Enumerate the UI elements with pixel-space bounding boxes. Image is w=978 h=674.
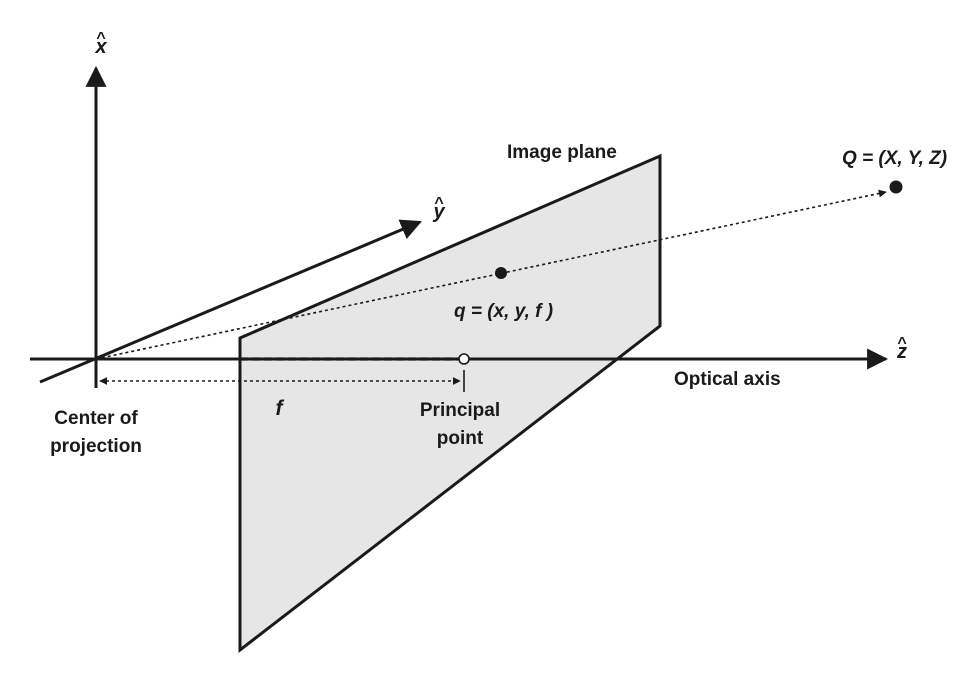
y-axis-hat: ^ [434,195,443,212]
projection-ray [95,189,887,360]
principal-point-label-line2: point [437,428,484,449]
y-axis [39,219,422,384]
y-axis-label: y [432,201,445,223]
world-point-label: Q = (X, Y, Z) [842,148,947,169]
z-axis-hat: ^ [897,335,906,352]
principal-point-label-line1: Principal [420,400,500,421]
image-plane [238,153,662,654]
x-axis-hat: ^ [96,30,105,47]
x-axis-label: x [94,36,107,58]
optical-axis-label: Optical axis [674,369,781,390]
image-point-label: q = (x, y, f ) [454,301,553,322]
center-of-projection-label-line1: Center of [54,408,138,429]
principal-point-marker [458,353,470,365]
world-point-marker [889,180,903,194]
image-point-marker [495,267,507,279]
focal-length-label: f [276,397,285,420]
z-axis-label: z [896,341,907,363]
image-plane-label: Image plane [507,142,617,163]
center-of-projection-label-line2: projection [50,436,142,457]
